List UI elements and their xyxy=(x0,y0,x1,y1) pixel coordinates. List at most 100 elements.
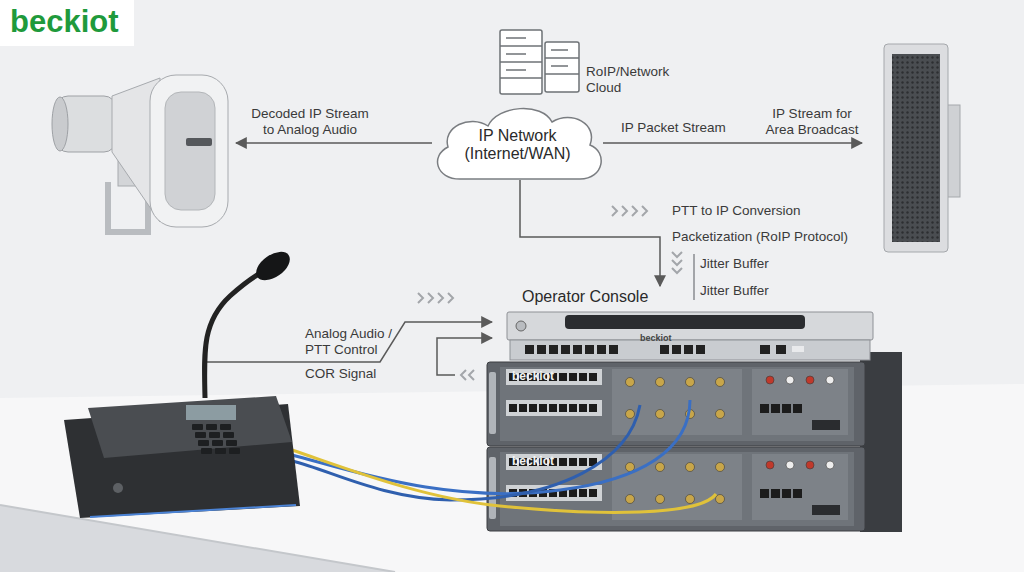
server-line xyxy=(551,49,568,51)
rack-chassis xyxy=(487,362,865,446)
rack-port xyxy=(760,489,769,498)
rack-back xyxy=(860,352,902,532)
node-title: IP Network (Internet/WAN) xyxy=(452,127,583,163)
process-label: PTT to IP Conversion xyxy=(672,203,801,219)
rack-port xyxy=(612,369,742,435)
rack-port xyxy=(589,404,597,412)
cables xyxy=(292,400,716,512)
rack-port xyxy=(684,345,693,354)
keypad-key xyxy=(226,440,237,446)
keypad-key xyxy=(198,440,209,446)
rack-port xyxy=(752,454,848,520)
rack-port xyxy=(597,345,606,354)
server-line xyxy=(545,57,579,59)
flow-label: IP Packet Stream xyxy=(621,120,726,136)
rack-port xyxy=(539,404,547,412)
rack-port xyxy=(537,345,546,354)
keypad-key xyxy=(209,432,220,438)
rack-connector xyxy=(716,495,725,504)
horn-mouth xyxy=(150,75,228,227)
rack-connector xyxy=(716,463,725,472)
keypad-key xyxy=(201,448,212,454)
rack-port xyxy=(776,345,786,354)
microphone-station xyxy=(64,246,300,518)
process-label: Jitter Buffer xyxy=(700,283,769,299)
rack-port xyxy=(506,454,602,470)
power-button xyxy=(516,321,526,331)
rack-connector xyxy=(656,463,665,472)
chevron xyxy=(448,293,453,303)
column-speaker xyxy=(884,44,960,252)
server-line xyxy=(500,61,542,63)
keypad-key xyxy=(223,432,234,438)
rack-port xyxy=(771,489,780,498)
rack-port xyxy=(585,345,594,354)
rack-connector xyxy=(786,376,794,384)
rack-connector xyxy=(686,463,695,472)
chevron xyxy=(672,268,682,273)
rack-port xyxy=(792,346,804,352)
rack-port xyxy=(782,489,791,498)
brand-logo: beckiot xyxy=(10,5,119,39)
cloud-label: RoIP/Network Cloud xyxy=(586,64,686,96)
signal-connector xyxy=(520,180,660,286)
network-cable xyxy=(292,450,716,512)
rack-port xyxy=(752,369,848,435)
rack-port xyxy=(509,404,517,412)
rack-port xyxy=(569,458,577,466)
rack-connector xyxy=(626,410,635,419)
mic-button xyxy=(113,483,123,493)
device-brand: beckiot xyxy=(512,369,554,384)
flow-arrow xyxy=(437,338,492,375)
chevron xyxy=(461,370,466,380)
rack-port xyxy=(569,373,577,381)
keypad-key xyxy=(192,424,203,430)
rack-connector xyxy=(656,378,665,387)
rack-connector xyxy=(716,378,725,387)
rack-connector xyxy=(826,461,834,469)
rack-handle xyxy=(489,372,496,434)
rack-connector xyxy=(766,461,774,469)
rack-illustration xyxy=(487,312,902,532)
rack-port xyxy=(559,404,567,412)
chevron xyxy=(672,252,682,257)
rack-connector xyxy=(626,495,635,504)
server-icon xyxy=(500,30,579,94)
rack-connector xyxy=(716,410,725,419)
separator-bar xyxy=(693,254,695,300)
rack-port xyxy=(609,345,618,354)
rack-connector xyxy=(626,378,635,387)
mic-gooseneck xyxy=(205,270,266,398)
rack-port xyxy=(793,489,802,498)
cloud-outline xyxy=(438,109,602,179)
rack-port xyxy=(771,404,780,413)
desk-edge-line xyxy=(0,505,395,572)
chevron xyxy=(672,260,682,265)
keypad-key xyxy=(195,432,206,438)
rack-connector xyxy=(766,376,774,384)
rack-port xyxy=(812,420,840,430)
rack-port xyxy=(672,345,681,354)
connectors xyxy=(520,180,660,286)
rack-connector xyxy=(686,378,695,387)
network-cloud: IP Network (Internet/WAN) xyxy=(430,100,605,180)
logo-box xyxy=(0,0,134,46)
rack-port xyxy=(506,400,602,416)
chevron xyxy=(612,206,617,216)
keypad-key xyxy=(220,424,231,430)
rack-panel xyxy=(500,452,854,526)
rack-1u xyxy=(507,312,873,340)
chevron xyxy=(469,370,474,380)
rack-connector xyxy=(806,376,814,384)
chevron xyxy=(642,206,647,216)
operator-console: Operator Console xyxy=(500,286,900,531)
rack-port xyxy=(812,505,840,515)
mic-led xyxy=(90,505,296,517)
node-title: Operator Console xyxy=(522,288,692,306)
chevron xyxy=(428,293,433,303)
speaker-label: IP Stream for Area Broadcast xyxy=(760,106,864,138)
rack-port xyxy=(506,345,848,520)
mic-panel xyxy=(88,396,292,458)
server-tower xyxy=(545,42,579,92)
horn-badge xyxy=(186,138,212,146)
